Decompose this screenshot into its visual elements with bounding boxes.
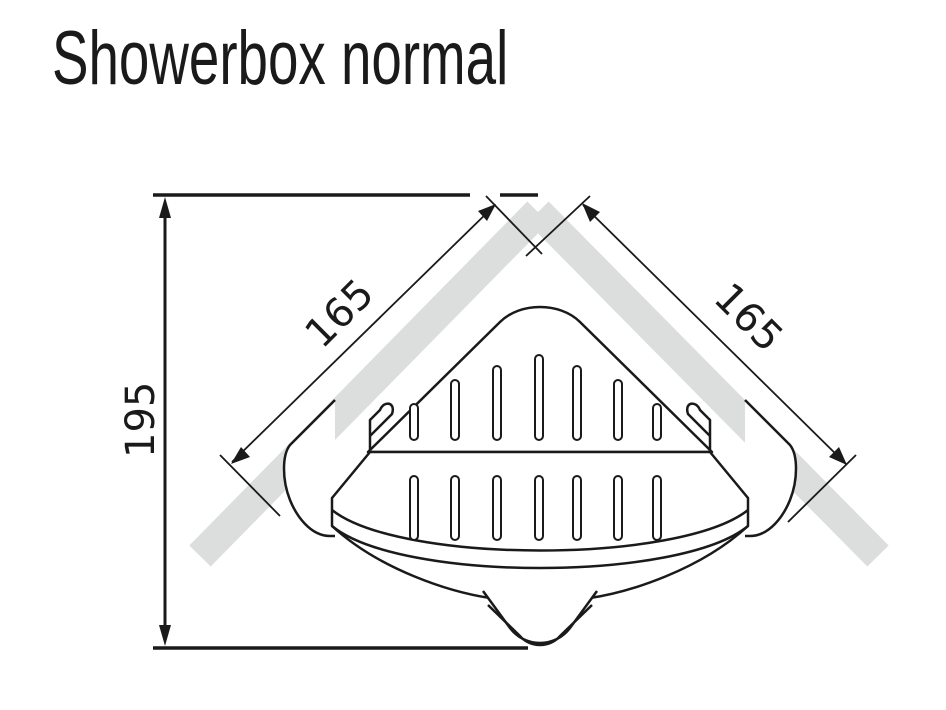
height-label: 195 (118, 382, 164, 458)
right-clip (685, 402, 712, 452)
right-length-label: 165 (705, 275, 792, 362)
right-length-dimension (525, 195, 857, 523)
wall-bands (189, 201, 889, 567)
left-bracket-outer (282, 399, 336, 538)
upper-slots (409, 354, 662, 441)
height-dimension (153, 193, 538, 650)
lower-slots (409, 475, 662, 541)
left-length-dimension (219, 195, 543, 517)
right-wall-band (527, 201, 889, 567)
bottom-clip (481, 590, 599, 645)
drawing-title: Showerbox normal (52, 16, 509, 101)
left-wall-band (189, 201, 549, 567)
left-length-label: 165 (297, 271, 384, 358)
right-bracket-outer (744, 399, 798, 538)
left-clip (368, 402, 395, 452)
